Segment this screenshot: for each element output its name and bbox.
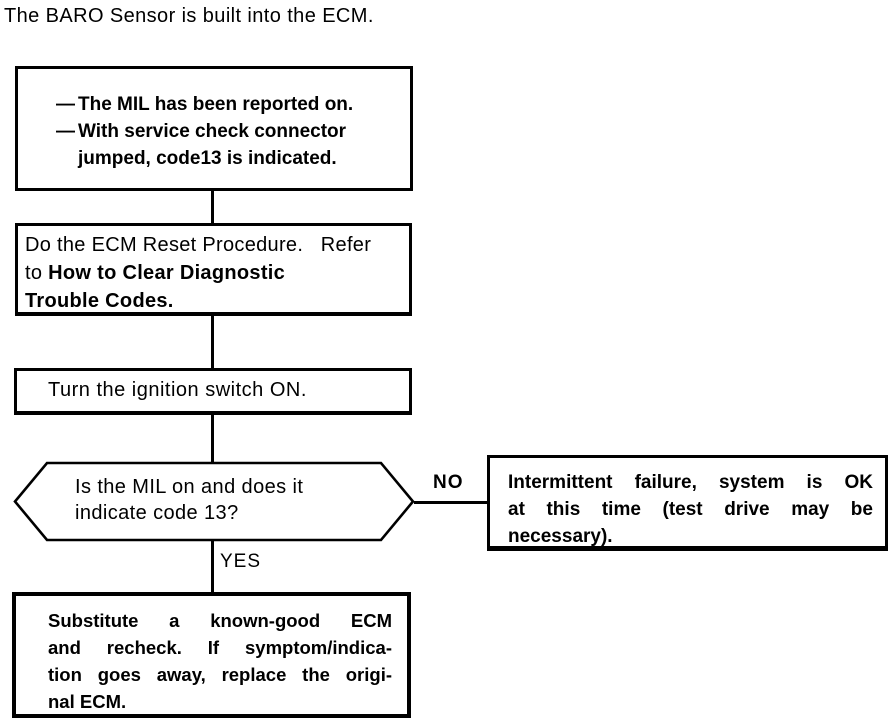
precondition-item: — With service check connector jumped, c… [56,118,404,172]
substitute-ecm-text: and recheck. If symptom/indica- [48,637,392,658]
intermittent-failure-text: necessary). [508,526,613,547]
ecm-reset-text: Do the ECM Reset Procedure. Refer to [25,234,372,284]
precondition-box: — The MIL has been reported on. — With s… [15,66,413,191]
connector-line-3 [211,414,214,462]
intermittent-failure-text: at this time (test drive may be [508,499,873,520]
decision-question-text: Is the MIL on and does it indicate code … [75,476,304,524]
ignition-switch-box: Turn the ignition switch ON. [14,368,412,415]
connector-line-4 [211,541,214,592]
ecm-reset-box: Do the ECM Reset Procedure. Refer to How… [15,223,412,316]
precondition-text: With service check connector jumped, cod… [78,121,347,169]
page-title: The BARO Sensor is built into the ECM. [4,5,374,27]
decision-hexagon: Is the MIL on and does it indicate code … [13,461,415,542]
hexagon-shape [13,461,415,542]
ecm-reset-reference-text: How to Clear Diagnostic Trouble Codes. [25,262,286,312]
precondition-item: — The MIL has been reported on. [56,91,404,118]
intermittent-failure-text: Intermittent failure, system is OK [508,472,873,493]
intermittent-failure-box: Intermittent failure, system is OK at th… [487,455,888,551]
substitute-ecm-text: tion goes away, replace the origi- [48,664,392,685]
precondition-text: The MIL has been reported on. [78,94,354,115]
connector-line-2 [211,314,214,369]
connector-line-1 [211,189,214,224]
no-label: NO [433,472,464,493]
yes-label: YES [220,551,262,572]
substitute-ecm-text: Substitute a known-good ECM [48,610,392,631]
substitute-ecm-text: nal ECM. [48,691,127,712]
bullet-dash: — [56,121,75,142]
connector-line-no [414,501,488,504]
substitute-ecm-box: Substitute a known-good ECM and recheck.… [12,592,411,718]
bullet-dash: — [56,94,75,115]
ignition-switch-text: Turn the ignition switch ON. [48,379,307,401]
